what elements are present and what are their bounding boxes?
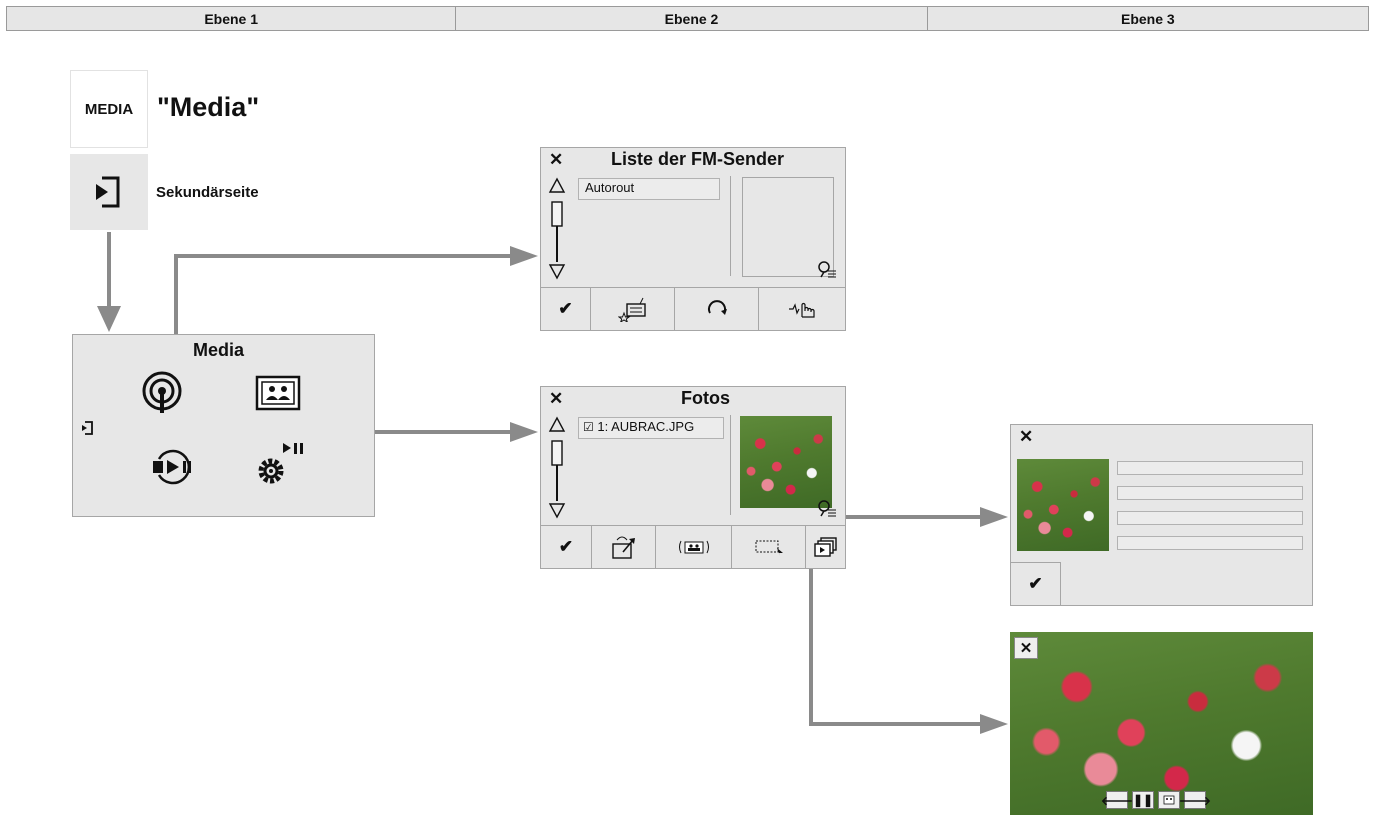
fotos-title: Fotos	[681, 388, 730, 408]
slideshow-button[interactable]	[806, 526, 845, 568]
select-area-button[interactable]	[732, 526, 806, 568]
level-1-header: Ebene 1	[7, 7, 457, 30]
secondary-page-icon[interactable]	[79, 419, 97, 437]
slideshow-view: ✕ 🡐 ❚❚ 🡒	[1010, 632, 1313, 815]
level-header: Ebene 1 Ebene 2 Ebene 3	[6, 6, 1369, 31]
close-button[interactable]: ✕	[1014, 637, 1038, 659]
station-info-box	[742, 177, 834, 277]
rotate-button[interactable]	[1158, 791, 1180, 809]
scrollbar[interactable]	[547, 176, 567, 280]
secondary-page-button[interactable]	[70, 154, 148, 230]
close-icon: ✕	[1019, 640, 1033, 657]
search-list-icon[interactable]	[817, 260, 837, 280]
settings-icon[interactable]	[253, 439, 313, 489]
photo-export-icon	[611, 536, 635, 559]
photo-list-item[interactable]: ☑ 1: AUBRAC.JPG	[578, 417, 724, 439]
detail-field-3	[1117, 511, 1303, 525]
arrow-right-icon: 🡒	[1178, 793, 1212, 808]
level-2-header: Ebene 2	[456, 7, 928, 30]
scrollbar[interactable]	[547, 415, 567, 519]
radio-favorite-icon	[617, 297, 646, 322]
divider	[730, 176, 731, 276]
checkbox-icon: ☑	[583, 420, 594, 434]
radio-icon[interactable]	[140, 369, 184, 417]
next-button[interactable]: 🡒	[1179, 791, 1211, 809]
fotos-panel: ✕ Fotos ☑ 1: AUBRAC.JPG ✔	[540, 386, 846, 569]
confirm-button[interactable]: ✔	[1011, 562, 1061, 605]
check-icon: ✔	[558, 537, 574, 556]
detail-field-4	[1117, 536, 1303, 550]
refresh-icon	[707, 300, 727, 315]
search-list-icon[interactable]	[817, 499, 837, 519]
detail-field-2	[1117, 486, 1303, 500]
touch-tune-icon	[789, 302, 815, 318]
pause-button[interactable]: ❚❚	[1132, 791, 1154, 809]
previous-button[interactable]: 🡐	[1101, 791, 1133, 809]
media-player-icon[interactable]	[147, 447, 207, 487]
fm-list-panel: ✕ Liste der FM-Sender Autorout ✔	[540, 147, 846, 331]
pause-icon: ❚❚	[1132, 793, 1154, 807]
media-panel: Media	[72, 334, 375, 517]
check-icon: ✔	[1028, 574, 1043, 593]
photo-thumbnail	[740, 416, 832, 508]
photo-filename: 1: AUBRAC.JPG	[597, 419, 695, 434]
detail-field-1	[1117, 461, 1303, 475]
close-icon[interactable]: ✕	[549, 150, 564, 169]
fm-list-title: Liste der FM-Sender	[611, 149, 785, 169]
media-title: "Media"	[157, 92, 260, 122]
media-panel-title: Media	[193, 340, 245, 360]
divider	[730, 415, 731, 515]
photo-preview	[1017, 459, 1109, 551]
secondary-page-label: Sekundärseite	[156, 184, 259, 201]
close-icon[interactable]: ✕	[549, 389, 564, 408]
check-icon: ✔	[558, 299, 573, 318]
media-button-label: MEDIA	[84, 100, 134, 118]
photos-icon[interactable]	[255, 375, 301, 411]
arrow-left-icon: 🡐	[1100, 793, 1134, 808]
photo-details-panel: ✕ ✔	[1010, 424, 1313, 606]
arrow-to-slideshow	[809, 562, 990, 726]
media-button[interactable]: MEDIA	[70, 70, 148, 148]
fotos-toolbar: ✔	[541, 525, 845, 568]
close-icon[interactable]: ✕	[1019, 427, 1034, 446]
edit-photo-button[interactable]	[592, 526, 656, 568]
secondary-page-icon	[96, 176, 120, 208]
confirm-button[interactable]: ✔	[541, 526, 592, 568]
level-3-header: Ebene 3	[1120, 10, 1175, 27]
selection-icon	[755, 540, 783, 556]
rotate-photo-icon	[1163, 795, 1175, 805]
rotate-photo-button[interactable]	[656, 526, 732, 568]
rotate-photo-icon	[678, 540, 709, 554]
favorite-radio-button[interactable]	[591, 288, 675, 330]
refresh-button[interactable]	[675, 288, 759, 330]
slideshow-icon	[813, 537, 837, 557]
fm-toolbar: ✔	[541, 287, 845, 330]
tune-touch-button[interactable]	[759, 288, 845, 330]
confirm-button[interactable]: ✔	[541, 288, 591, 330]
station-list-item[interactable]: Autorout	[578, 178, 720, 200]
